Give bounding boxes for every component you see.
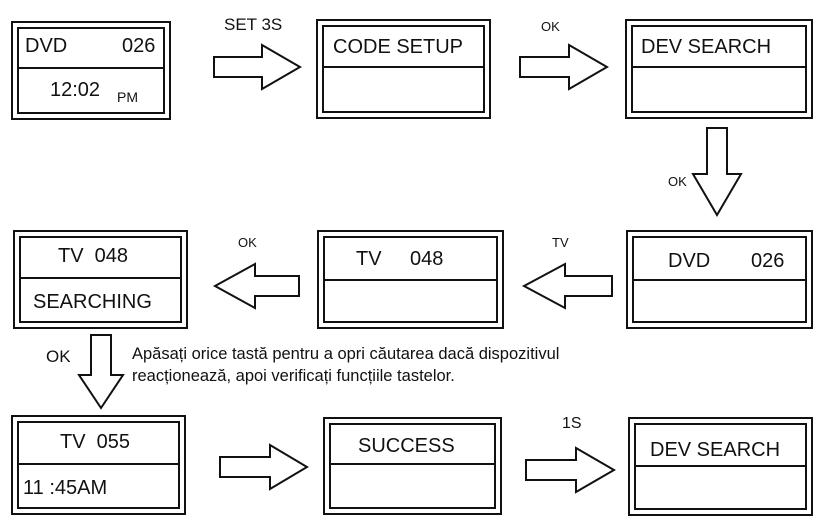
arrow-right-icon: [525, 446, 616, 494]
screen-5: [317, 230, 504, 329]
arrow-left-icon: [521, 262, 613, 310]
instruction-note: Apăsați orice tastă pentru a opri căutar…: [132, 343, 559, 387]
arrow-right-icon: [213, 43, 302, 91]
arrow-left-icon: [212, 262, 300, 310]
screen-display: [17, 27, 165, 114]
screen-8: [323, 417, 502, 515]
instruction-line-2: reacționează, apoi verificați funcțiile …: [132, 367, 455, 385]
screen-2: [316, 19, 491, 119]
arrow-label-1s: 1S: [562, 415, 582, 432]
arrow-right-icon: [519, 43, 609, 91]
arrow-label-ok: OK: [541, 19, 560, 34]
screen-8-title: SUCCESS: [358, 435, 455, 457]
screen-7-title: TV 055: [60, 431, 131, 453]
screen-7: [11, 415, 186, 515]
arrow-label-tv: TV: [552, 235, 569, 250]
screen-frame: [323, 417, 502, 515]
screen-9: [628, 417, 813, 516]
screen-frame: [11, 415, 186, 515]
screen-4-code: 026: [751, 250, 785, 272]
screen-1-ampm: PM: [117, 89, 138, 105]
screen-frame: [316, 19, 491, 119]
screen-1-device: DVD: [25, 35, 68, 57]
screen-1-time: 12:02: [50, 79, 101, 101]
arrow-right-icon: [219, 443, 309, 491]
screen-4-device: DVD: [668, 250, 711, 272]
screen-1: [11, 21, 171, 120]
screen-display: [631, 25, 807, 113]
screen-frame: [317, 230, 504, 329]
screen-9-title: DEV SEARCH: [650, 439, 781, 461]
screen-display: [329, 423, 496, 509]
screen-frame: [11, 21, 171, 120]
screen-2-title: CODE SETUP: [333, 36, 464, 58]
screen-display: [19, 236, 182, 323]
screen-frame: [13, 230, 188, 329]
screen-frame: [626, 230, 813, 329]
screen-frame: [628, 417, 813, 516]
arrow-label-set: SET 3S: [224, 15, 283, 34]
screen-3-title: DEV SEARCH: [641, 36, 772, 58]
instruction-line-1: Apăsați orice tastă pentru a opri căutar…: [132, 345, 560, 363]
screen-5-code: 048: [410, 248, 444, 270]
screen-4: [626, 230, 813, 329]
screen-1-code: 026: [122, 35, 156, 57]
screen-7-time: 11 :45AM: [23, 477, 108, 499]
screen-6: [13, 230, 188, 329]
arrow-down-icon: [77, 334, 125, 410]
screen-6-title: TV 048: [58, 245, 129, 267]
screen-5-device: TV: [356, 248, 382, 270]
screen-frame: [625, 19, 813, 119]
screen-3: [625, 19, 813, 119]
arrow-label-ok: OK: [238, 235, 257, 250]
arrow-label-ok: OK: [668, 174, 687, 189]
screen-6-status: SEARCHING: [33, 291, 152, 313]
arrow-label-ok: OK: [46, 347, 71, 366]
screen-display: [322, 25, 485, 113]
arrow-down-icon: [691, 127, 743, 217]
